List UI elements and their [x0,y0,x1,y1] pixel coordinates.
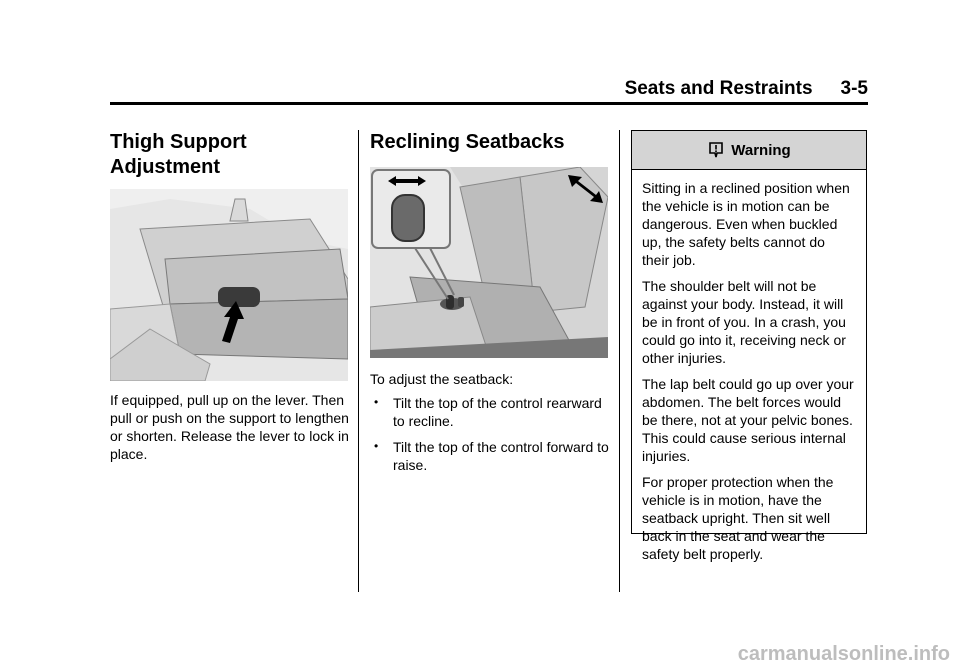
thigh-support-lever-illustration [110,189,348,381]
heading-line-1: Thigh Support [110,131,247,153]
warning-paragraph: The shoulder belt will not be against yo… [642,278,846,366]
warning-paragraph: The lap belt could go up over your abdom… [642,376,854,464]
recline-intro: To adjust the seatback: [370,371,514,387]
header-rule [110,102,868,105]
page-header: Seats and Restraints 3-5 [110,78,868,104]
recline-steps: Tilt the top of the control rearward to … [370,393,610,482]
warning-paragraph: Sitting in a reclined position when the … [642,180,850,268]
list-item: Tilt the top of the control forward to r… [370,437,610,474]
column-divider-left [358,130,359,592]
warning-body: Sitting in a reclined position when the … [632,170,866,563]
recline-figure-svg [370,167,608,358]
list-item: Tilt the top of the control rearward to … [370,393,610,430]
watermark: carmanualsonline.info [737,643,950,665]
page-number: 3-5 [840,78,868,99]
warning-header: Warning [632,131,866,170]
thigh-support-text: If equipped, pull up on the lever. Then … [110,392,349,462]
warning-box: Warning Sitting in a reclined position w… [631,130,867,562]
warning-icon [709,142,724,158]
running-head: Seats and Restraints 3-5 [625,78,868,100]
seat-figure-svg [110,189,348,381]
recline-bullet-list: Tilt the top of the control rearward to … [370,393,610,474]
column-divider-right [619,130,620,592]
section-title: Seats and Restraints [624,78,813,99]
reclining-seatbacks-heading: Reclining Seatbacks [370,131,565,153]
heading-line-2: Adjustment [110,156,220,178]
warning-label: Warning [731,141,791,159]
warning-paragraph: For proper protection when the vehicle i… [642,474,834,562]
seatback-recline-control-illustration [370,167,608,358]
